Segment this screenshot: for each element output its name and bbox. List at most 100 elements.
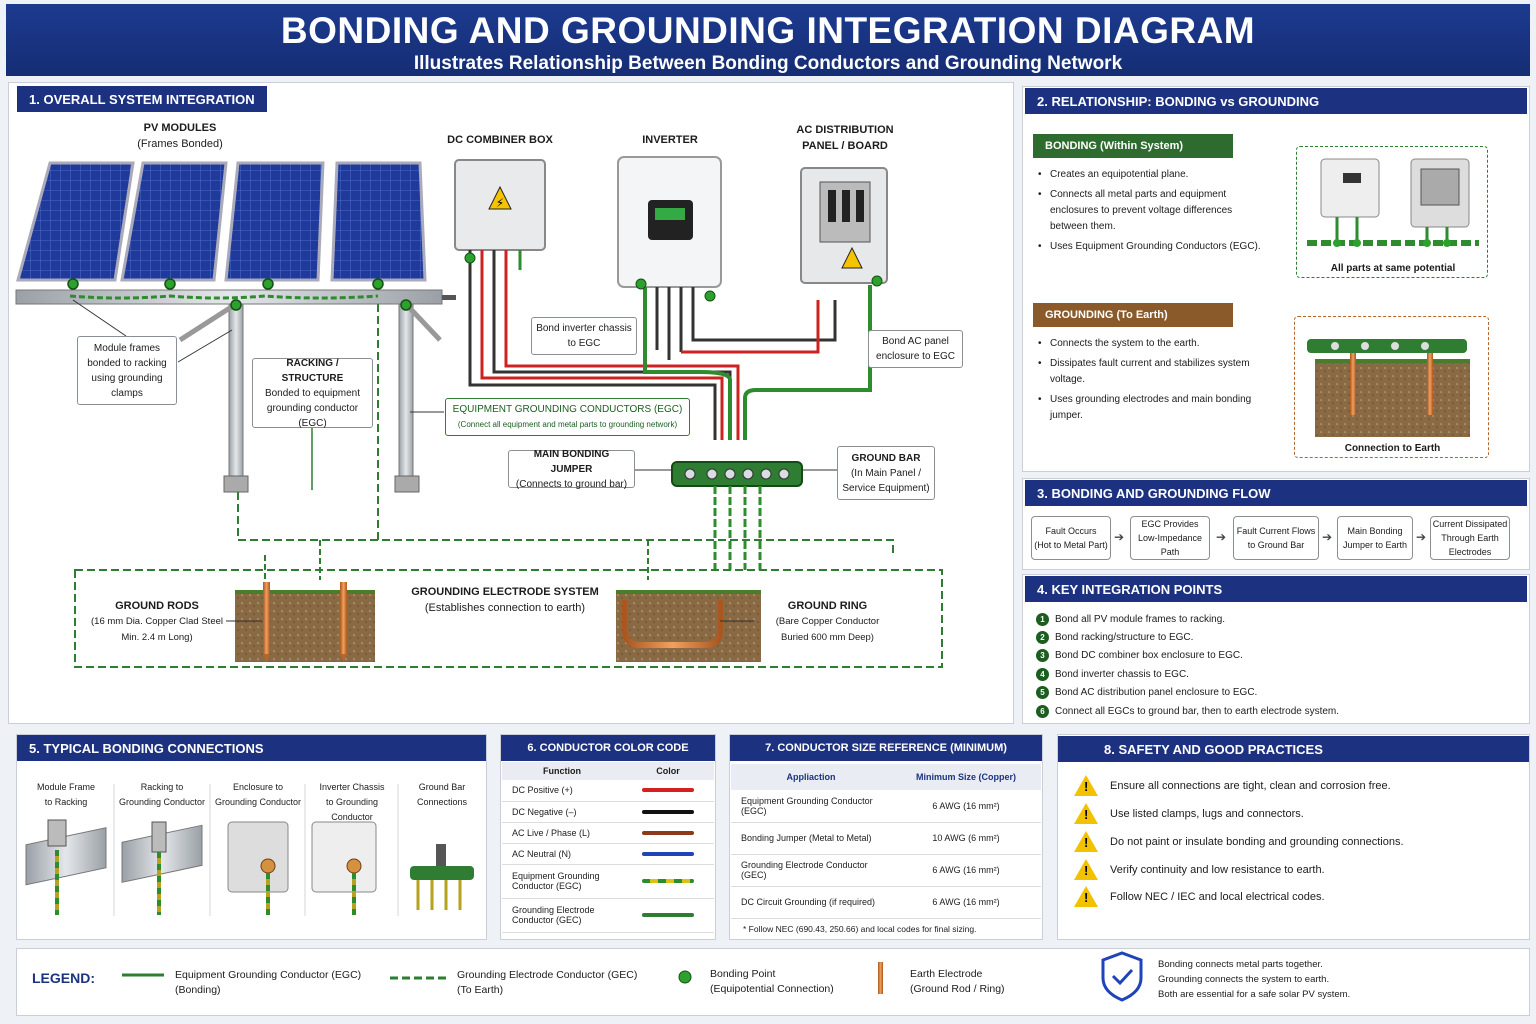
size-reference-table: Appliaction Minimum Size (Copper) Equipm… [731,764,1041,919]
legend-egc: Equipment Grounding Conductor (EGC)(Bond… [175,969,362,996]
ac-distribution-panel [800,167,888,287]
color-code-swatch [622,843,714,864]
color-code-function: AC Neutral (N) [512,848,572,859]
color-code-function: DC Positive (+) [512,785,573,796]
header: BONDING AND GROUNDING INTEGRATION DIAGRA… [6,4,1530,76]
color-code-swatch [622,864,714,898]
warning-icon: ! [1074,886,1098,907]
safety-item-5: !Follow NEC / IEC and local electrical c… [1074,886,1325,907]
legend-symbols [122,951,1143,1002]
callout-egc: EQUIPMENT GROUNDING CONDUCTORS (EGC)(Con… [445,398,690,436]
callout-main-bonding-jumper: MAIN BONDING JUMPER(Connects to ground b… [508,449,635,490]
header-minimum-size: Minimum Size (Copper) [915,772,1016,782]
number-badge-6: 6 [1036,705,1049,718]
section-color-code [500,734,716,940]
warning-icon: ! [1074,775,1098,796]
color-swatch-line [642,913,694,917]
legend-title: LEGEND: [32,970,95,986]
grounding-title: GROUNDING (To Earth) [1033,303,1233,327]
color-code-table: Function Color DC Positive (+)DC Negativ… [502,762,714,933]
color-code-function: Equipment Grounding Conductor (EGC) [512,871,600,891]
color-swatch-line [642,809,694,814]
number-badge-5: 5 [1036,686,1049,699]
table-row: Equipment Grounding Conductor (EGC)6 AWG… [731,790,1041,822]
shield-check-icon [1101,951,1143,1002]
header-function: Function [543,766,581,776]
legend-bonding-point: Bonding Point(Equipotential Connection) [710,968,834,995]
section-8-title: 8. SAFETY AND GOOD PRACTICES [1058,736,1529,762]
color-code-row: DC Positive (+) [502,780,714,801]
number-badge-3: 3 [1036,649,1049,662]
bonding-point-icon [678,970,692,984]
color-code-function: Grounding Electrode Conductor (GEC) [512,905,595,925]
number-badge-2: 2 [1036,631,1049,644]
color-code-row: AC Live / Phase (L) [502,822,714,843]
warning-icon: ! [1074,859,1098,880]
section-4-title: 4. KEY INTEGRATION POINTS [1025,576,1527,602]
ground-ring-label: GROUND RING (Bare Copper Conductor Burie… [775,600,880,643]
legend-earth-electrode: Earth Electrode(Ground Rod / Ring) [910,968,1005,995]
table-row: DC Circuit Grounding (if required)6 AWG … [731,886,1041,918]
flow-step-1: Fault Occurs(Hot to Metal Part) [1031,516,1111,560]
section-size-reference [729,734,1043,940]
section-safety [1057,734,1530,940]
safety-item-3: !Do not paint or insulate bonding and gr… [1074,831,1404,852]
ground-rods-label: GROUND RODS (16 mm Dia. Copper Clad Stee… [91,600,223,643]
section-5-title: 5. TYPICAL BONDING CONNECTIONS [17,735,486,761]
bonding-equipment-icon [1307,158,1479,247]
color-swatch-line [642,851,694,856]
bonding-list: Creates an equipotential plane. Connects… [1036,167,1266,259]
number-badge-1: 1 [1036,613,1049,626]
color-swatch-line [642,788,694,793]
pv-modules [16,161,427,282]
earth-electrode-icon [878,962,883,994]
section-6-title: 6. CONDUCTOR COLOR CODE [501,735,715,761]
flow-arrow-icon: ➔ [1322,530,1333,544]
pv-modules-label: PV MODULES (Frames Bonded) [137,122,223,150]
table-row: Bonding Jumper (Metal to Metal)10 AWG (6… [731,822,1041,854]
connection-illustrations [25,784,474,916]
legend-summary: Bonding connects metal parts together.Gr… [1158,959,1351,1000]
system-integration-illustration: ⚡ [15,156,943,668]
color-code-swatch [622,822,714,843]
color-swatch-line [642,830,694,835]
ground-bar [671,461,803,570]
section-3-title: 3. BONDING AND GROUNDING FLOW [1025,480,1527,506]
warning-icon: ! [1074,831,1098,852]
dc-combiner-label: DC COMBINER BOX [447,134,553,146]
bonding-title: BONDING (Within System) [1033,134,1233,158]
legend [16,948,1530,1016]
grounding-list: Connects the system to the earth. Dissip… [1036,336,1266,428]
grounding-caption: Connection to Earth [1344,443,1441,454]
safety-item-2: !Use listed clamps, lugs and connectors. [1074,803,1304,824]
color-code-swatch [622,801,714,822]
callout-ground-bar: GROUND BAR(In Main Panel /Service Equipm… [837,446,935,500]
page-subtitle: Illustrates Relationship Between Bonding… [413,53,1123,74]
header-application: Appliaction [786,772,836,782]
color-code-row: DC Negative (–) [502,801,714,822]
table-row: Grounding Electrode Conductor (GEC)6 AWG… [731,854,1041,886]
page-title: BONDING AND GROUNDING INTEGRATION DIAGRA… [280,10,1256,51]
section-7-title: 7. CONDUCTOR SIZE REFERENCE (MINIMUM) [730,735,1042,761]
flow-arrow-icon: ➔ [1216,530,1227,544]
color-code-row: AC Neutral (N) [502,843,714,864]
section-2-title: 2. RELATIONSHIP: BONDING vs GROUNDING [1025,88,1527,114]
color-code-swatch [622,780,714,801]
